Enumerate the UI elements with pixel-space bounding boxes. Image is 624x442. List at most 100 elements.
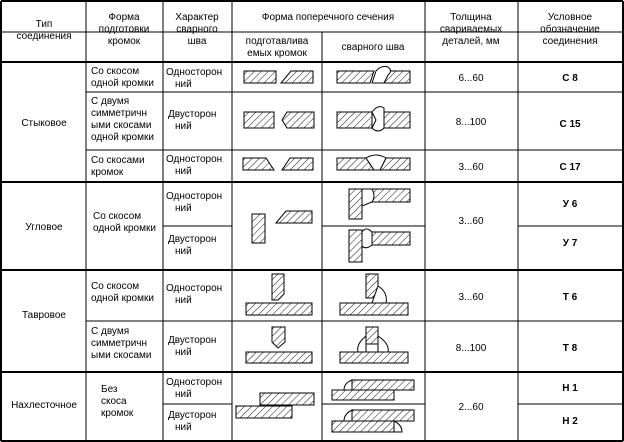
prep-lap-line-1: Без	[101, 384, 118, 395]
header-section-prep-line-1: подготавлива	[246, 36, 309, 47]
prep-t8-line-3: ыми скосами	[91, 350, 152, 361]
nature-n1-line-2: ний	[175, 389, 192, 400]
nature-t6-line-1: Односторон	[166, 283, 222, 294]
header-designation-line-2: обозначение	[540, 23, 600, 35]
code-t8: Т 8	[563, 343, 578, 354]
prep-t8-line-2: симметричн	[91, 338, 147, 349]
code-t6: Т 6	[563, 292, 578, 303]
header-section-weld: сварного шва	[342, 42, 405, 53]
weld-sketch-u7	[348, 228, 411, 263]
designation-column: С 8 С 15 С 17 У 6 У 7 Т 6 Т 8 Н 1 Н 2	[559, 73, 581, 427]
code-n1: Н 1	[562, 383, 578, 394]
weld-sketch-s17	[336, 154, 411, 171]
nature-u7-line-1: Двусторон	[168, 234, 216, 245]
header-nature-line-3: шва	[188, 36, 207, 47]
joint-type-corner: Угловое	[25, 222, 63, 233]
nature-n2-line-2: ний	[175, 422, 192, 433]
prep-t6-line-1: Со скосом	[91, 281, 139, 292]
prep-s8-line-1: Со скосом	[91, 66, 139, 77]
nature-u6-line-1: Односторон	[166, 191, 222, 202]
prep-sketch-t8	[245, 326, 313, 364]
prep-sketch-s15	[243, 111, 315, 129]
weld-sketch-t6	[339, 273, 409, 316]
weld-sketch-t8	[339, 326, 409, 364]
weld-sketch-s8	[336, 66, 411, 84]
weld-nature-column: Односторон ний Двусторон ний Односторон …	[166, 67, 222, 433]
prep-corner-line-2: одной кромки	[93, 223, 156, 234]
nature-n2-line-1: Двусторон	[168, 410, 216, 421]
prep-lap-line-3: кромок	[101, 408, 134, 419]
header-thickness-line-3: деталей, мм	[442, 36, 500, 47]
header-thickness-line-2: свариваемых	[440, 24, 502, 35]
weld-sketches	[331, 66, 415, 433]
code-s15: С 15	[559, 119, 581, 130]
prep-s8-line-2: одной кромки	[91, 78, 154, 89]
header-designation-line-3: соединения	[542, 36, 597, 47]
code-n2: Н 2	[562, 416, 578, 427]
header-designation-line-1: Условное	[548, 12, 593, 23]
nature-s17-line-1: Односторон	[166, 154, 222, 165]
header-nature-line-2: сварного	[176, 24, 218, 35]
header-prep-line-2: подготовки	[99, 24, 150, 35]
prep-s15-line-1: С двумя	[91, 96, 129, 107]
joint-type-butt: Стыковое	[21, 118, 67, 129]
prep-t8-line-1: С двумя	[91, 326, 129, 337]
thickness-s17: 3...60	[458, 162, 483, 173]
prep-s15-line-2: симметричн	[91, 108, 147, 119]
nature-s15-line-1: Двусторон	[168, 109, 216, 120]
header-type-line-2: соединения	[16, 31, 71, 42]
nature-u6-line-2: ний	[175, 203, 192, 214]
thickness-lap: 2...60	[458, 402, 483, 413]
edge-prep-column: Со скосом одной кромки С двумя симметрич…	[91, 66, 156, 419]
joint-type-lap: Нахлесточное	[11, 400, 77, 411]
prep-sketches	[235, 70, 315, 419]
nature-s17-line-2: ний	[175, 166, 192, 177]
nature-n1-line-1: Односторон	[166, 377, 222, 388]
joint-type-column: Стыковое Угловое Тавровое Нахлесточное	[11, 118, 77, 411]
nature-t6-line-2: ний	[175, 295, 192, 306]
prep-s15-line-4: одной кромки	[91, 132, 154, 143]
prep-sketch-s17	[242, 157, 314, 171]
prep-s15-line-3: ыми скосами	[91, 120, 152, 131]
nature-t8-line-1: Двусторон	[168, 335, 216, 346]
header-type-line-1: Тип	[36, 19, 53, 30]
nature-u7-line-2: ний	[175, 246, 192, 257]
header-thickness-line-1: Толщина	[450, 12, 492, 23]
weld-sketch-n1	[331, 379, 415, 401]
thickness-s8: 6...60	[458, 73, 483, 84]
header-section: Форма поперечного сечения	[262, 12, 394, 23]
code-s17: С 17	[559, 162, 581, 173]
nature-s8-line-2: ний	[175, 79, 192, 90]
prep-s17-line-2: кромок	[91, 167, 124, 178]
prep-sketch-corner	[251, 210, 313, 244]
joint-type-tee: Тавровое	[22, 310, 66, 321]
header-section-prep-line-2: емых кромок	[247, 48, 307, 59]
code-u7: У 7	[563, 238, 578, 249]
prep-corner-line-1: Со скосом	[93, 211, 141, 222]
header-nature-line-1: Характер	[175, 12, 219, 23]
nature-s8-line-1: Односторон	[166, 67, 222, 78]
prep-sketch-t6	[245, 273, 313, 316]
header-prep-line-1: Форма	[108, 12, 140, 23]
prep-sketch-lap	[235, 392, 315, 419]
nature-t8-line-2: ний	[175, 347, 192, 358]
prep-t6-line-2: одной кромки	[91, 293, 154, 304]
code-s8: С 8	[562, 73, 578, 84]
weld-sketch-u6	[348, 188, 411, 220]
prep-sketch-s8	[243, 70, 314, 84]
thickness-corner: 3...60	[458, 216, 483, 227]
code-u6: У 6	[563, 199, 578, 210]
thickness-column: 6...60 8...100 3...60 3...60 3...60 8...…	[456, 73, 487, 413]
header-prep-line-3: кромок	[108, 36, 141, 47]
prep-s17-line-1: Со скосами	[91, 155, 145, 166]
nature-s15-line-2: ний	[175, 121, 192, 132]
thickness-s15: 8...100	[456, 117, 487, 128]
thickness-t6: 3...60	[458, 292, 483, 303]
weld-sketch-s15	[336, 106, 411, 132]
thickness-t8: 8...100	[456, 343, 487, 354]
table-header: Тип соединения Форма подготовки кромок Х…	[16, 12, 600, 59]
weld-sketch-n2	[331, 409, 415, 433]
prep-lap-line-2: скоса	[101, 396, 127, 407]
